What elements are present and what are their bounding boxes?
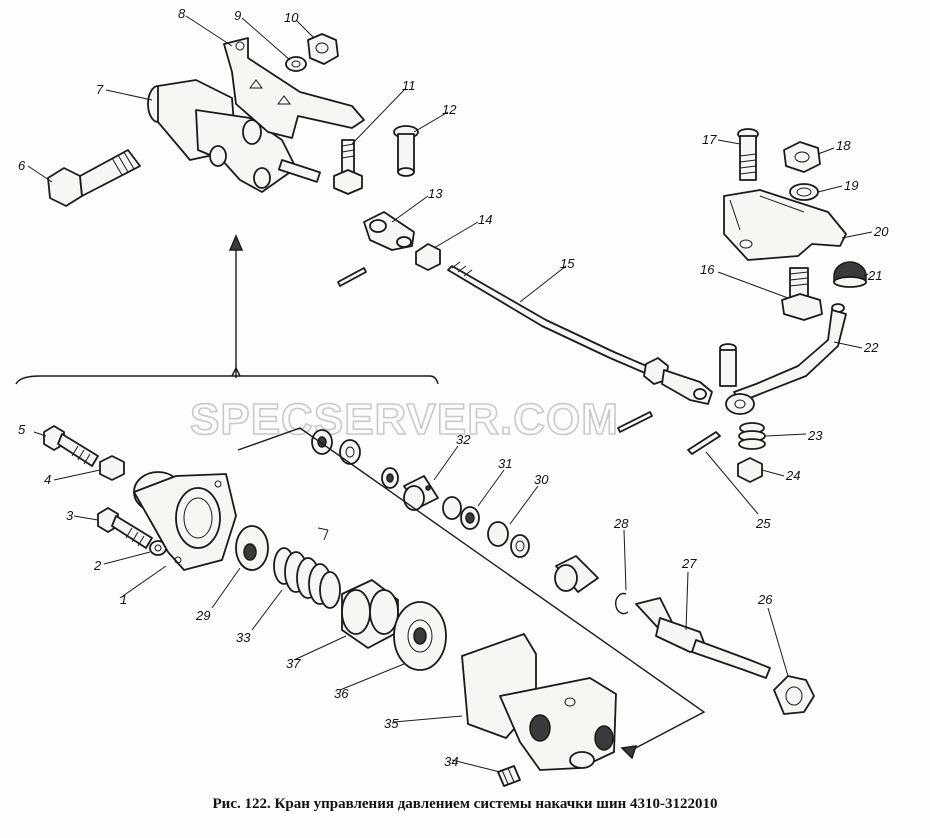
- part-18-nut: [783, 141, 821, 173]
- part-22-lever: [719, 303, 847, 415]
- callout-12: 12: [442, 102, 457, 117]
- callout-28: 28: [613, 516, 629, 531]
- callout-25: 25: [755, 516, 771, 531]
- callout-30: 30: [534, 472, 549, 487]
- callout-31: 31: [498, 456, 512, 471]
- part-9-washer: [285, 56, 307, 72]
- callout-29: 29: [195, 608, 210, 623]
- part-8-bracket: [223, 37, 365, 139]
- part-12-pin: [393, 125, 419, 177]
- part-19-washer: [789, 183, 819, 201]
- part-13-fork: [363, 211, 415, 251]
- callout-21: 21: [867, 268, 882, 283]
- sleeve-right: [554, 555, 599, 593]
- part-35-valve-body: [461, 633, 617, 771]
- callout-24: 24: [785, 468, 800, 483]
- part-6-bolt: [47, 149, 141, 207]
- part-14-nut: [415, 243, 441, 271]
- part-17-bolt: [737, 128, 759, 181]
- part-23-spring: [738, 422, 766, 450]
- callout-15: 15: [560, 256, 575, 271]
- assembly-order-line: [237, 427, 706, 760]
- callout-3: 3: [66, 508, 74, 523]
- callout-23: 23: [807, 428, 823, 443]
- callout-labels: 1 2 3 4 5 6 7 8 9 10 11 12 13 14 15 16 1…: [18, 6, 889, 769]
- part-2-washer: [149, 540, 167, 556]
- part-11-bolt: [333, 139, 363, 195]
- callout-13: 13: [428, 186, 443, 201]
- figure-caption: Рис. 122. Кран управления давлением сист…: [212, 796, 718, 812]
- callout-26: 26: [757, 592, 773, 607]
- part-24-nut: [737, 457, 763, 483]
- callout-9: 9: [234, 8, 241, 23]
- part-25-cotter-pin: [687, 431, 721, 455]
- part-16-bolt: [781, 267, 823, 321]
- callout-10: 10: [284, 10, 299, 25]
- watermark: SPECSERVER.COM: [190, 395, 619, 444]
- part-37-piston: [341, 579, 399, 649]
- callout-19: 19: [844, 178, 858, 193]
- part-26-plug: [773, 675, 815, 715]
- cotter-pin-mid: [617, 411, 653, 433]
- callout-7: 7: [96, 82, 104, 97]
- callout-1: 1: [120, 592, 127, 607]
- callout-11: 11: [402, 78, 416, 93]
- cotter-pin-upper: [337, 267, 367, 287]
- callout-leaders: [27, 15, 873, 773]
- callout-17: 17: [702, 132, 717, 147]
- callout-34: 34: [444, 754, 458, 769]
- callout-4: 4: [44, 472, 51, 487]
- part-33-spring: [273, 547, 341, 609]
- part-31-30-washers: [442, 496, 530, 558]
- part-36-disc: [393, 601, 447, 671]
- callout-37: 37: [286, 656, 301, 671]
- part-29-diaphragm: [235, 525, 269, 571]
- part-34-set-screw: [497, 765, 521, 787]
- callout-22: 22: [863, 340, 879, 355]
- callout-6: 6: [18, 158, 26, 173]
- part-21-knob: [833, 261, 867, 288]
- callout-14: 14: [478, 212, 492, 227]
- part-1-cover: [133, 471, 237, 571]
- part-7-valve-assembly: [147, 79, 321, 193]
- callout-33: 33: [236, 630, 251, 645]
- part-27-stem: [635, 597, 771, 679]
- part-5-bolt: [43, 425, 99, 467]
- callout-16: 16: [700, 262, 715, 277]
- part-4-nut: [99, 455, 125, 481]
- part-3-bolt: [97, 507, 153, 549]
- assembly-arrow: [15, 234, 439, 385]
- callout-27: 27: [681, 556, 697, 571]
- part-15-rod: [447, 261, 713, 405]
- exploded-view-drawing: SPECSERVER.COM: [15, 6, 889, 787]
- callout-18: 18: [836, 138, 851, 153]
- callout-20: 20: [873, 224, 889, 239]
- part-32-sleeve: [403, 475, 439, 511]
- callout-2: 2: [93, 558, 102, 573]
- part-20-bracket: [723, 189, 847, 261]
- callout-32: 32: [456, 432, 471, 447]
- callout-35: 35: [384, 716, 399, 731]
- part-10-nut: [307, 33, 339, 65]
- callout-8: 8: [178, 6, 186, 21]
- callout-5: 5: [18, 422, 26, 437]
- part-28-circlip: [615, 592, 629, 615]
- callout-36: 36: [334, 686, 349, 701]
- seal-rings: [311, 429, 399, 489]
